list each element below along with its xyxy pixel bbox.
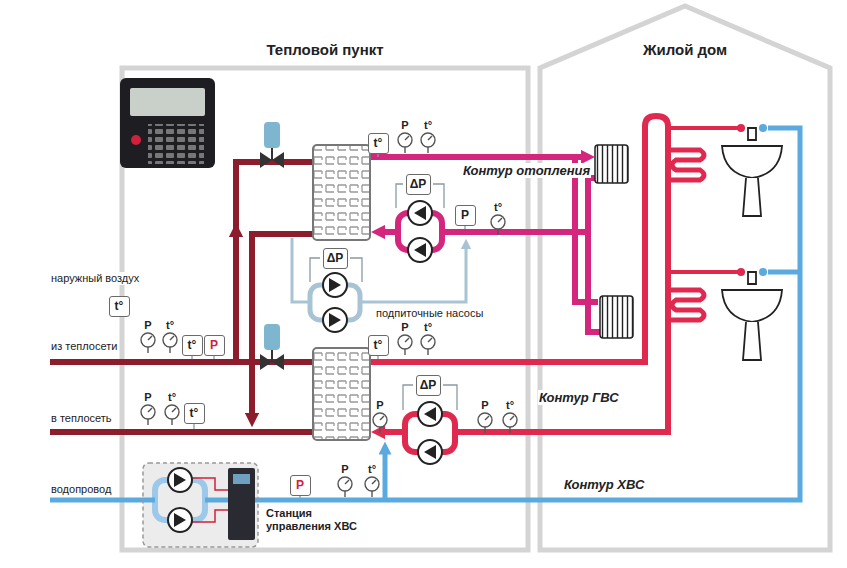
gauge-stem [427, 349, 428, 355]
gauge-dial [338, 477, 352, 491]
sensor-symbol: t° [190, 407, 199, 419]
gauge-letter: P [400, 119, 409, 131]
gauge-letter: t° [167, 391, 177, 403]
circuit-label: Контур отопления [462, 163, 591, 178]
pipe-label: в теплосеть [50, 412, 113, 425]
gauge-needle [405, 136, 409, 140]
gauge-needle [380, 416, 384, 420]
gauge-dial [491, 215, 505, 229]
sensor-box: ΔP [323, 248, 348, 269]
sensor-box: ΔP [416, 375, 441, 396]
pump-label: подпиточные насосы [375, 307, 484, 320]
gauge-stem [169, 347, 170, 353]
sensor-symbol: t° [115, 300, 124, 312]
sensor-symbol: t° [374, 137, 383, 149]
sensor-symbol: ΔP [327, 252, 344, 264]
pipe-label: водопровод [50, 483, 112, 496]
sensor-box: t° [368, 133, 389, 154]
gauge-letter: t° [505, 399, 515, 411]
input-label: наружный воздух [50, 272, 140, 285]
gauge-dial [421, 335, 435, 349]
control-valve [260, 122, 284, 370]
sensor-symbol: ΔP [420, 379, 437, 391]
sensor-box: t° [368, 335, 389, 356]
gauge-needle [428, 338, 432, 342]
gauge-needle [485, 416, 489, 420]
gauge-needle [372, 480, 376, 484]
gauge-dial [141, 333, 155, 347]
gauge-needle [405, 338, 409, 342]
sensor-symbol: t° [374, 339, 383, 351]
gauge-needle [148, 336, 152, 340]
gauge-stem [427, 147, 428, 153]
circuit-label: Контур ГВС [538, 390, 620, 405]
sensor-box: t° [182, 335, 203, 356]
gauge-needle [345, 480, 349, 484]
gauge-stem [371, 491, 372, 497]
gauge-dial [503, 413, 517, 427]
gauge-dial [478, 413, 492, 427]
sensor-symbol: t° [188, 339, 197, 351]
gauge-letter: P [480, 399, 489, 411]
sensor-symbol: P [296, 479, 304, 491]
gauge-stem [344, 491, 345, 497]
gauge-dial [141, 405, 155, 419]
gauge-dial [365, 477, 379, 491]
gauge-letter: t° [165, 319, 175, 331]
gauge-needle [148, 408, 152, 412]
gauge-dial [163, 333, 177, 347]
gauge-stem [509, 427, 510, 433]
gauge-letter: P [143, 391, 152, 403]
gauge-letter: P [143, 319, 152, 331]
gauge-stem [379, 427, 380, 433]
gauge-stem [147, 347, 148, 353]
sensor-box: P [290, 475, 311, 496]
gauge-needle [498, 218, 502, 222]
pipe-label: из теплосети [50, 340, 118, 353]
gauge-needle [428, 136, 432, 140]
gauge-stem [404, 147, 405, 153]
sensor-symbol: P [210, 339, 218, 351]
circuit-label: Контур ХВС [563, 477, 645, 492]
panel-title: Тепловой пункт [122, 41, 528, 58]
gauge-letter: P [375, 399, 384, 411]
sensor-box: ΔP [406, 174, 431, 195]
gauge-letter: t° [423, 321, 433, 333]
station-label: Станция управления ХВС [265, 507, 367, 532]
gauge-letter: t° [367, 463, 377, 475]
gauge-dial [373, 413, 387, 427]
gauge-stem [171, 419, 172, 425]
sensor-symbol: P [461, 209, 469, 221]
sensor-box: t° [184, 403, 205, 424]
gauge-letter: t° [493, 201, 503, 213]
gauge-stem [484, 427, 485, 433]
gauge-stem [147, 419, 148, 425]
gauge-needle [170, 336, 174, 340]
gauge-stem [497, 229, 498, 235]
gauge-dial [421, 133, 435, 147]
gauge-dial [165, 405, 179, 419]
gauge-dial [398, 133, 412, 147]
panel-title: Жилой дом [540, 41, 830, 58]
gauge-stem [404, 349, 405, 355]
gauge-letter: t° [423, 119, 433, 131]
sensor-box: P [204, 335, 225, 356]
sensor-box: t° [109, 296, 130, 317]
gauge-needle [510, 416, 514, 420]
gauge-letter: P [340, 463, 349, 475]
gauge-needle [172, 408, 176, 412]
sensor-symbol: ΔP [410, 178, 427, 190]
gauge-dial [398, 335, 412, 349]
gauge-letter: P [400, 321, 409, 333]
sensor-box: P [455, 205, 476, 226]
